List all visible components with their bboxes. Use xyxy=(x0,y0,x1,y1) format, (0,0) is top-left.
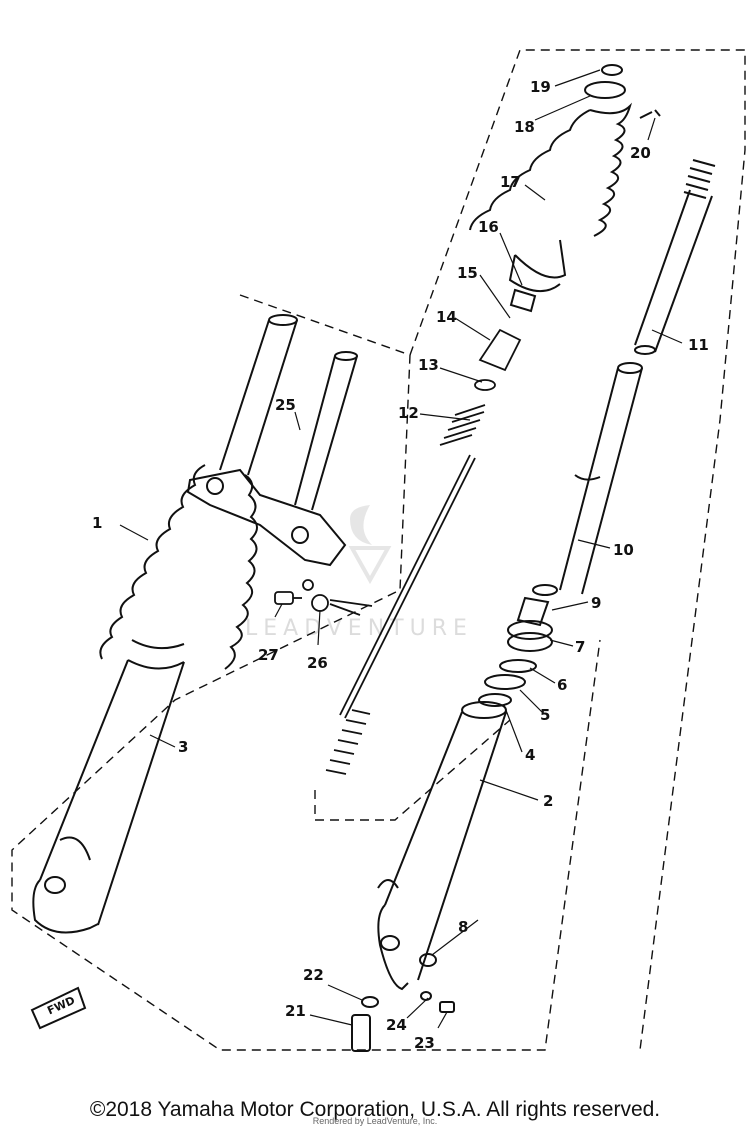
top-right-outline xyxy=(409,49,746,1051)
callout-4: 4 xyxy=(525,746,535,764)
callout-16: 16 xyxy=(478,218,499,236)
callout-23: 23 xyxy=(414,1034,435,1052)
callout-11: 11 xyxy=(688,336,709,354)
clamp-hardware xyxy=(274,579,373,616)
callout-9: 9 xyxy=(591,594,601,612)
damper-rod-outline xyxy=(314,719,511,821)
callout-6: 6 xyxy=(557,676,567,694)
callout-26: 26 xyxy=(307,654,328,672)
right-inner-tube xyxy=(532,159,716,596)
render-note: Rendered by LeadVenture, Inc. xyxy=(312,1116,438,1126)
callout-1: 1 xyxy=(92,514,102,532)
left-assembly-outline xyxy=(11,294,601,1051)
callout-labels: 1 2 3 4 5 6 7 8 9 10 11 12 13 14 15 16 1… xyxy=(92,78,709,1052)
callout-17: 17 xyxy=(500,173,521,191)
watermark-text: LEADVENTURE xyxy=(245,616,473,641)
callout-25: 25 xyxy=(275,396,296,414)
callout-2: 2 xyxy=(543,792,553,810)
top-boot-assembly xyxy=(469,64,661,313)
forward-direction-badge: FWD xyxy=(30,986,87,1030)
seal-stack xyxy=(478,596,553,707)
right-outer-tube xyxy=(351,701,507,1052)
callout-12: 12 xyxy=(398,404,419,422)
callout-5: 5 xyxy=(540,706,550,724)
callout-14: 14 xyxy=(436,308,457,326)
callout-19: 19 xyxy=(530,78,551,96)
callout-13: 13 xyxy=(418,356,439,374)
callout-7: 7 xyxy=(575,638,585,656)
callout-21: 21 xyxy=(285,1002,306,1020)
callout-15: 15 xyxy=(457,264,478,282)
callout-3: 3 xyxy=(178,738,188,756)
watermark: LEADVENTURE xyxy=(245,505,473,641)
callout-8: 8 xyxy=(458,918,468,936)
leader-lines xyxy=(119,69,683,1029)
callout-24: 24 xyxy=(386,1016,407,1034)
copyright-text: ©2018 Yamaha Motor Corporation, U.S.A. A… xyxy=(89,1098,661,1121)
callout-10: 10 xyxy=(613,541,634,559)
callout-18: 18 xyxy=(514,118,535,136)
callout-20: 20 xyxy=(630,144,651,162)
damper-rod xyxy=(325,328,522,775)
callout-22: 22 xyxy=(303,966,324,984)
steering-stem xyxy=(186,351,358,567)
left-fork-leg xyxy=(32,314,298,934)
callout-27: 27 xyxy=(258,646,279,664)
